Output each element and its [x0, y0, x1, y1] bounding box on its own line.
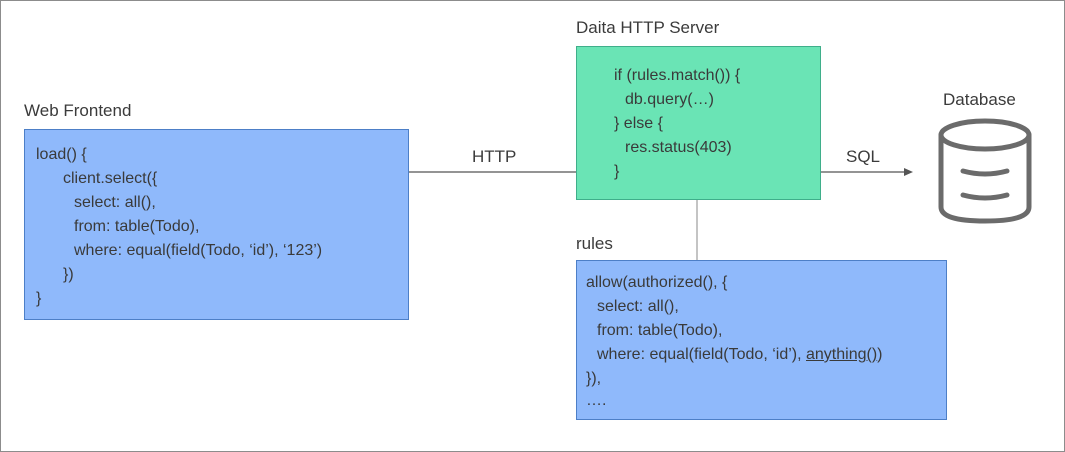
server-box: if (rules.match()) { db.query(…) } else …	[576, 46, 821, 200]
frontend-code-line: client.select({	[63, 170, 158, 187]
frontend-code-line: load() {	[36, 146, 87, 163]
rules-anything-text: anything()	[806, 346, 878, 363]
server-code-line: res.status(403)	[625, 139, 732, 156]
rules-title: rules	[576, 234, 613, 253]
frontend-box: load() { client.select({ select: all(), …	[24, 129, 409, 320]
database-icon	[938, 118, 1032, 224]
rules-code-line: }),	[586, 370, 602, 387]
rules-code-line: allow(authorized(), {	[586, 274, 728, 291]
rules-code-line-where: where: equal(field(Todo, ‘id’), anything…	[597, 343, 882, 367]
rules-box: allow(authorized(), { select: all(), fro…	[576, 260, 947, 420]
server-code-line: db.query(…)	[625, 91, 714, 108]
frontend-code-line: where: equal(field(Todo, ‘id’), ‘123’)	[74, 242, 323, 259]
http-label: HTTP	[472, 147, 517, 166]
frontend-code-line: from: table(Todo),	[74, 218, 200, 235]
rules-code-line: ….	[586, 392, 607, 409]
rules-closing-paren: )	[877, 346, 883, 363]
server-code-line: } else {	[614, 115, 663, 132]
sql-label: SQL	[846, 147, 881, 166]
server-code-line: if (rules.match()) {	[614, 67, 741, 84]
rules-code-line: from: table(Todo),	[597, 322, 723, 339]
frontend-code-line: }	[36, 290, 42, 307]
frontend-title: Web Frontend	[24, 101, 132, 120]
frontend-code-line: })	[63, 266, 74, 283]
rules-where-text: where: equal(field(Todo, ‘id’),	[597, 346, 806, 363]
frontend-code-line: select: all(),	[74, 194, 156, 211]
server-title: Daita HTTP Server	[576, 18, 720, 37]
sql-arrowhead	[904, 168, 913, 176]
rules-code-line: select: all(),	[597, 298, 679, 315]
server-code-line: }	[614, 163, 620, 180]
database-title: Database	[943, 90, 1016, 109]
